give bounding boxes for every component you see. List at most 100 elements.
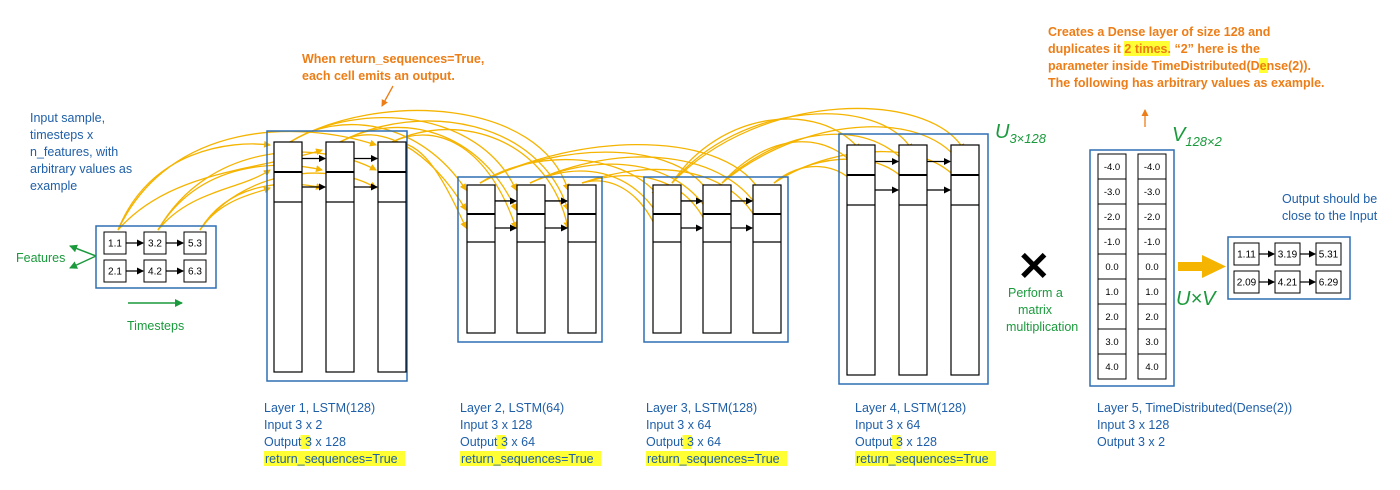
flag-highlight — [855, 451, 996, 466]
layer-input: Input 3 x 64 — [855, 418, 920, 432]
v-matrix-cell — [1097, 153, 1127, 180]
lstm-cell — [846, 144, 876, 376]
matrix-cell-value: 6.29 — [1319, 278, 1339, 289]
v-matrix-cell — [1137, 328, 1167, 355]
v-matrix-value: 2.0 — [1105, 312, 1118, 323]
layer-title: Layer 3, LSTM(128) — [646, 401, 757, 415]
layer-4-caption: Layer 4, LSTM(128) Input 3 x 64 Output 3 x… — [855, 401, 996, 466]
layer-output: Output 3 x 128 — [264, 435, 346, 449]
return-sequences-note: When return_sequences=True, each cell em… — [302, 52, 488, 83]
matrix-cell-value: 3.19 — [1278, 250, 1298, 261]
multiply-icon: ✕ — [1017, 245, 1051, 289]
return-sequences-flag: return_sequences=True — [461, 452, 594, 466]
v-matrix-cell — [1097, 303, 1127, 330]
v-matrix: -4.0 -3.0 -2.0 -1.0 0.0 1.0 2.0 3.0 4.0 -4.0 -3.0 -… — [1089, 149, 1175, 387]
v-matrix-cell — [1097, 353, 1127, 380]
v-matrix-cell — [1137, 253, 1167, 280]
flag-highlight — [264, 451, 405, 466]
matrix-cell — [183, 259, 207, 283]
v-matrix-label: V128×2 — [1172, 124, 1223, 149]
v-matrix-value: 4.0 — [1105, 362, 1118, 373]
matrix-cell-value: 4.2 — [148, 267, 162, 278]
v-matrix-value: -3.0 — [1144, 187, 1160, 198]
layer-3-caption: Layer 3, LSTM(128) Input 3 x 64 Output 3 x… — [646, 401, 787, 466]
lstm-cell — [466, 184, 496, 334]
lstm-layer-2 — [457, 176, 603, 343]
matrix-cell-value: 1.1 — [108, 239, 122, 250]
v-matrix-cell — [1137, 153, 1167, 180]
svg-text:Creates a Dense layer of size: Creates a Dense layer of size 128 and du… — [1048, 25, 1325, 90]
lstm-cell — [702, 184, 732, 334]
v-matrix-cell — [1137, 278, 1167, 305]
v-matrix-value: -2.0 — [1144, 212, 1160, 223]
matrix-cell — [183, 231, 207, 255]
v-matrix-value: 3.0 — [1105, 337, 1118, 348]
v-matrix-value: 2.0 — [1145, 312, 1158, 323]
v-matrix-cell — [1137, 303, 1167, 330]
layer-input: Input 3 x 128 — [460, 418, 532, 432]
matrix-cell-value: 1.11 — [1237, 250, 1256, 261]
v-matrix-cell — [1097, 178, 1127, 205]
output-note: Output should be close to the Input — [1282, 192, 1381, 223]
result-arrow — [1178, 255, 1226, 278]
lstm-layer-4 — [838, 133, 989, 385]
return-sequences-flag: return_sequences=True — [647, 452, 780, 466]
return-sequences-pointer — [381, 85, 394, 107]
matrix-cell-value: 5.31 — [1319, 250, 1339, 261]
input-sample-note: Input sample, timesteps x n_features, wi… — [30, 111, 136, 193]
timesteps-axis: Timesteps — [127, 299, 184, 333]
v-matrix-value: -1.0 — [1104, 237, 1120, 248]
lstm-cell — [377, 141, 407, 373]
lstm-cell — [325, 141, 355, 373]
v-matrix-value: 3.0 — [1145, 337, 1158, 348]
v-matrix-value: -1.0 — [1144, 237, 1160, 248]
layer-1-caption: Layer 1, LSTM(128) Input 3 x 2 Output 3 x … — [264, 401, 405, 466]
matrix-cell-value: 6.3 — [188, 267, 202, 278]
features-axis: Features — [16, 244, 97, 269]
matrix-cell-value: 3.2 — [148, 239, 162, 250]
matrix-cell-value: 2.09 — [1237, 278, 1257, 289]
layer-output: Output 3 x 128 — [855, 435, 937, 449]
matrix-cell — [1315, 242, 1342, 266]
lstm-cell — [567, 184, 597, 334]
matmul-note: Perform a matrix multiplication — [1006, 286, 1078, 334]
lstm-cell — [516, 184, 546, 334]
v-matrix-cell — [1097, 228, 1127, 255]
layer-output: Output 3 x 64 — [460, 435, 535, 449]
flag-highlight — [460, 451, 601, 466]
timesteps-label: Timesteps — [127, 319, 184, 333]
lstm-layer-3 — [643, 176, 789, 343]
v-matrix-value: -4.0 — [1144, 162, 1160, 173]
uv-label: U×V — [1176, 288, 1217, 310]
v-matrix-value: 0.0 — [1145, 262, 1158, 273]
u-matrix-label: U3×128 — [995, 121, 1047, 146]
layer-5-caption: Layer 5, TimeDistributed(Dense(2)) Input… — [1097, 401, 1296, 449]
layer-title: Layer 1, LSTM(128) — [264, 401, 375, 415]
layer-output: Output 3 x 64 — [646, 435, 721, 449]
features-label: Features — [16, 251, 65, 265]
lstm-cell — [652, 184, 682, 334]
layer-input: Input 3 x 2 — [264, 418, 322, 432]
v-matrix-value: 0.0 — [1105, 262, 1118, 273]
v-matrix-value: 1.0 — [1145, 287, 1158, 298]
lstm-cell — [273, 141, 303, 373]
layer-input: Input 3 x 64 — [646, 418, 711, 432]
layer-title: Layer 4, LSTM(128) — [855, 401, 966, 415]
v-matrix-cell — [1137, 353, 1167, 380]
layer-title: Layer 2, LSTM(64) — [460, 401, 564, 415]
flag-highlight — [646, 451, 787, 466]
v-matrix-value: -3.0 — [1104, 187, 1120, 198]
matrix-cell-value: 5.3 — [188, 239, 202, 250]
lstm-layer-1 — [266, 130, 408, 382]
v-matrix-cell — [1097, 203, 1127, 230]
dense-layer-note: Creates a Dense layer of size 128 and du… — [1048, 25, 1325, 127]
v-matrix-cell — [1137, 203, 1167, 230]
lstm-cell — [898, 144, 928, 376]
v-matrix-value: -4.0 — [1104, 162, 1120, 173]
v-matrix-cell — [1097, 278, 1127, 305]
lstm-cell — [950, 144, 980, 376]
